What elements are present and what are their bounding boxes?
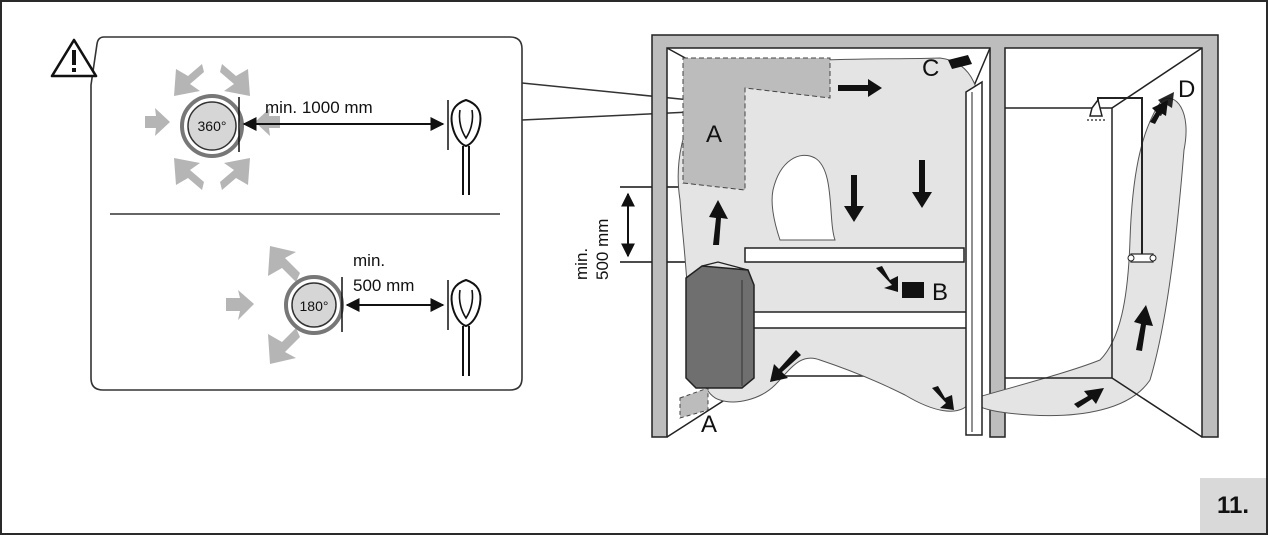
- label-c: C: [922, 55, 939, 82]
- label-a-lower: A: [701, 411, 717, 438]
- 500-mm-label: 500 mm: [353, 276, 414, 295]
- label-a-upper: A: [706, 121, 722, 148]
- fan-360-icon: [145, 64, 280, 190]
- air-vent-icon: [902, 282, 924, 298]
- air-vent-icon: [948, 55, 972, 69]
- warning-icon: [50, 38, 98, 78]
- shower-valve-icon: [1127, 253, 1157, 263]
- airflow-arrows: [709, 79, 1174, 410]
- angle-180-label: 180°: [300, 298, 329, 314]
- sauna-room: [651, 34, 1219, 438]
- angle-360-label: 360°: [198, 118, 227, 134]
- sauna-heater: [685, 261, 755, 389]
- shower-head-icon: [1087, 97, 1143, 256]
- min-lower-label: min.: [353, 251, 385, 270]
- sensor-icon: [447, 278, 482, 376]
- label-b: B: [932, 279, 948, 306]
- vertical-500-label: 500 mm: [593, 219, 612, 280]
- min-1000-label: min. 1000 mm: [265, 98, 373, 117]
- vertical-min-label: min.: [572, 248, 591, 280]
- sensor-icon: [447, 98, 482, 195]
- fan-180-icon: [226, 246, 344, 364]
- label-d: D: [1178, 76, 1195, 103]
- figure-number-badge: 11.: [1200, 478, 1266, 533]
